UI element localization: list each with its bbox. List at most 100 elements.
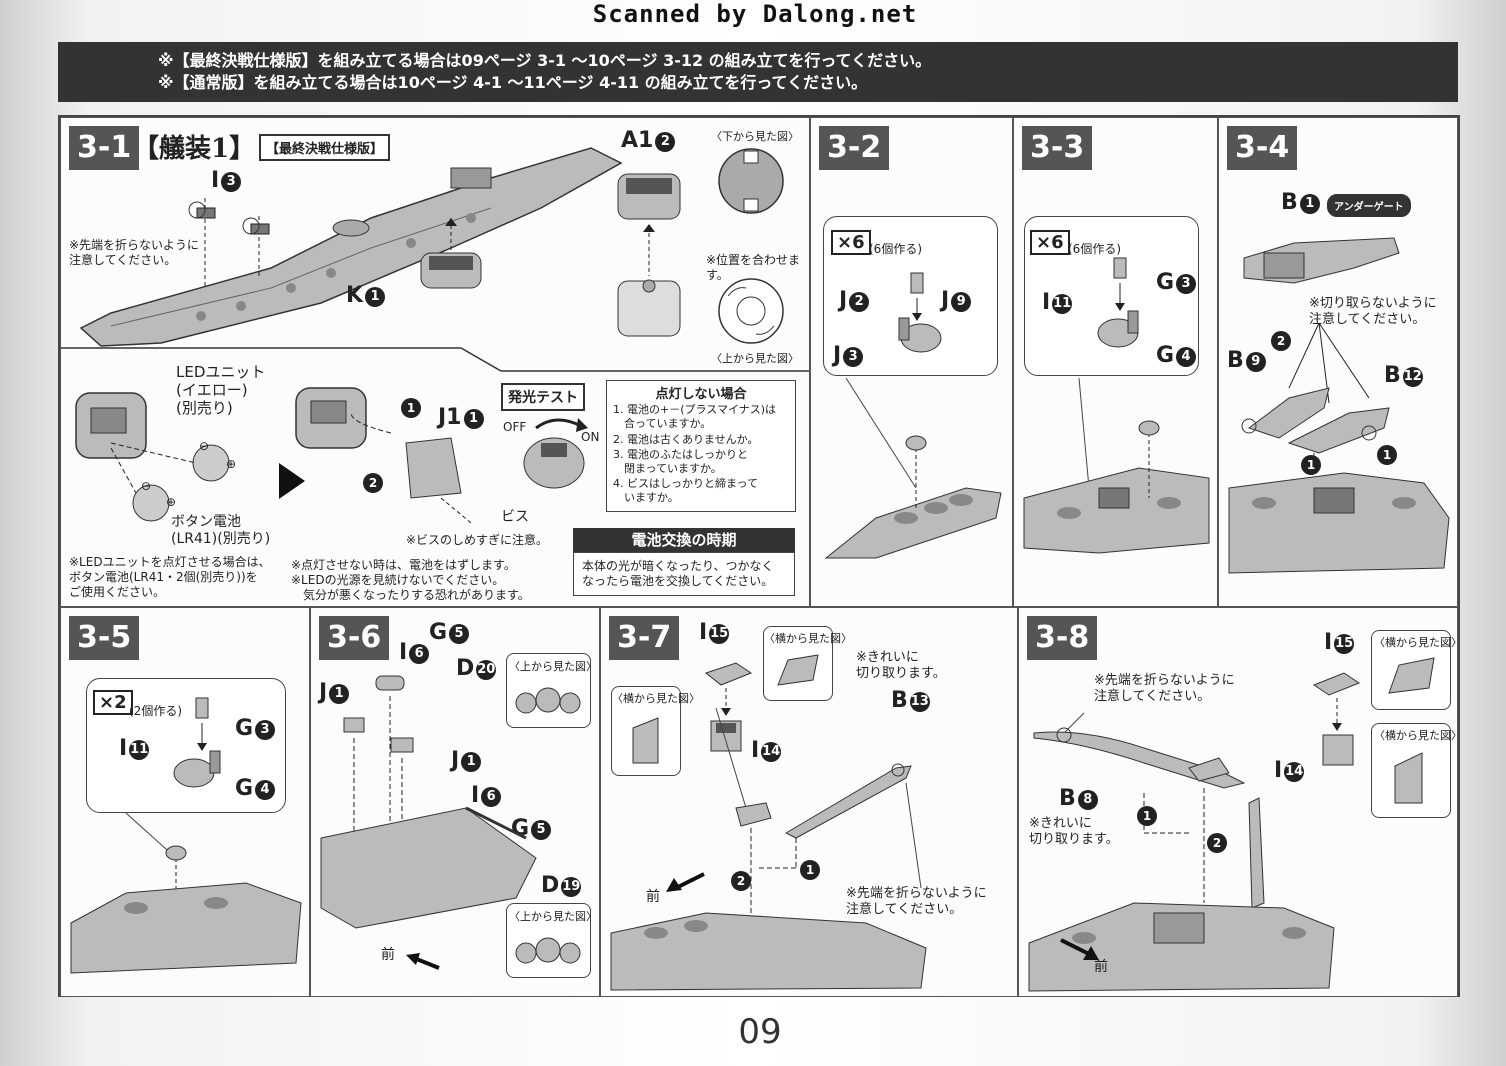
trouble-title: 点灯しない場合	[655, 387, 747, 402]
notice-bar: ※【最終決戦仕様版】を組み立てる場合は09ページ 3-1 ～10ページ 3-12…	[58, 42, 1458, 102]
trouble-item-3: 3. 電池のふたはしっかりと 閉まっていますか。	[613, 448, 748, 475]
note-tip: ※先端を折らないように 注意してください。	[69, 238, 199, 267]
section-title: 【艤装1】	[133, 134, 256, 164]
note-led: ※LEDユニットを点灯させる場合は、 ボタン電池(LR41・2個(別売り))を …	[69, 555, 271, 599]
led-unit-label: LEDユニット (イエロー) (別売り)	[176, 363, 266, 417]
multiplier-badge: ×2	[93, 690, 133, 715]
front-label: 前	[646, 889, 660, 905]
side-view-piece-2	[632, 717, 659, 764]
front-label: 前	[381, 947, 395, 963]
side-view-piece-1	[777, 654, 819, 686]
step-number: 3-5	[69, 616, 140, 660]
battery-change-box: 本体の光が暗くなったり、つかなく なったら電池を交換してください。	[573, 552, 795, 596]
step-marker-2: 2	[363, 473, 383, 493]
note-align: ※位置を合わせます。	[706, 253, 801, 282]
bow-assembly-illustration	[320, 675, 537, 929]
view-top-label: 〈上から見た図〉	[711, 352, 799, 365]
step-marker-1b: 1	[1377, 445, 1397, 465]
notice-line-2: ※【通常版】を組み立てる場合は10ページ 4-1 ～11ページ 4-11 の組み…	[158, 73, 868, 92]
side-view-label-2: 〈横から見た図〉	[1374, 729, 1458, 742]
i15-i14-illustration	[704, 662, 753, 752]
multiplier-note: (2個作る)	[129, 704, 182, 718]
step-marker-2: 2	[1207, 833, 1227, 853]
top-view-piece-2	[515, 937, 581, 964]
svg-text:⊖: ⊖	[199, 439, 209, 453]
step-marker-1: 1	[800, 860, 820, 880]
side-view-label-2: 〈横から見た図〉	[612, 692, 700, 705]
step-number: 3-2	[819, 126, 890, 170]
side-view-piece-1	[1388, 657, 1435, 694]
i15-i14-illustration	[1312, 672, 1361, 766]
step-marker-1: 1	[401, 398, 421, 418]
bottom-view-disc	[718, 148, 784, 214]
top-view-disc	[718, 278, 784, 344]
step-number: 3-8	[1027, 616, 1098, 660]
mast-assembly-illustration	[610, 708, 927, 991]
step-number: 3-4	[1227, 126, 1298, 170]
brackets-illustration	[1241, 322, 1390, 468]
divider-line	[61, 347, 809, 372]
step-number: 3-6	[319, 616, 390, 660]
step-marker-1: 1	[1137, 806, 1157, 826]
under-gate-tag: アンダーゲート	[1327, 194, 1411, 217]
step-number: 3-7	[609, 616, 680, 660]
svg-text:⊕: ⊕	[226, 457, 236, 471]
battery-change-text: 本体の光が暗くなったり、つかなく なったら電池を交換してください。	[582, 559, 774, 588]
next-arrow-icon	[279, 463, 305, 499]
step-marker-1a: 1	[1301, 455, 1321, 475]
note-clean: ※きれいに 切り取ります。	[856, 650, 946, 681]
multiplier-note: (6個作る)	[1068, 242, 1121, 256]
screw-label: ビス	[501, 509, 529, 525]
note-clean: ※きれいに 切り取ります。	[1029, 816, 1119, 847]
hull-section-illustration	[1228, 472, 1450, 574]
off-label: OFF	[503, 420, 527, 434]
b1-part-illustration	[1243, 237, 1400, 284]
svg-text:⊖: ⊖	[141, 479, 151, 493]
turret-subassembly	[173, 697, 221, 788]
notice-line-1: ※【最終決戦仕様版】を組み立てる場合は09ページ 3-1 ～10ページ 3-12…	[158, 51, 932, 70]
front-arrow-icon	[666, 872, 705, 892]
multiplier-note: (6個作る)	[869, 242, 922, 256]
trouble-item-1: 1. 電池の+－(プラスマイナス)は 合っていますか。	[613, 403, 777, 430]
trouble-item-4: 4. ビスはしっかりと締まって いますか。	[613, 477, 759, 504]
scan-credit: Scanned by Dalong.net	[592, 0, 918, 28]
multiplier-badge: ×6	[1030, 230, 1070, 255]
step-marker-2: 2	[1271, 331, 1291, 351]
note-tip: ※先端を折らないように 注意してください。	[1094, 673, 1235, 704]
test-switch-illustration	[523, 418, 588, 489]
view-bottom-label: 〈下から見た図〉	[711, 130, 799, 143]
front-label: 前	[1094, 959, 1108, 975]
hull-section-illustration	[1023, 378, 1210, 554]
led-unit-illustration: ⊖ ⊕ ⊖ ⊕	[75, 392, 236, 522]
test-label: 発光テスト	[501, 383, 585, 411]
note-cut: ※切り取らないように 注意してください。	[1309, 296, 1437, 327]
mast-assembly-illustration	[1028, 712, 1335, 992]
